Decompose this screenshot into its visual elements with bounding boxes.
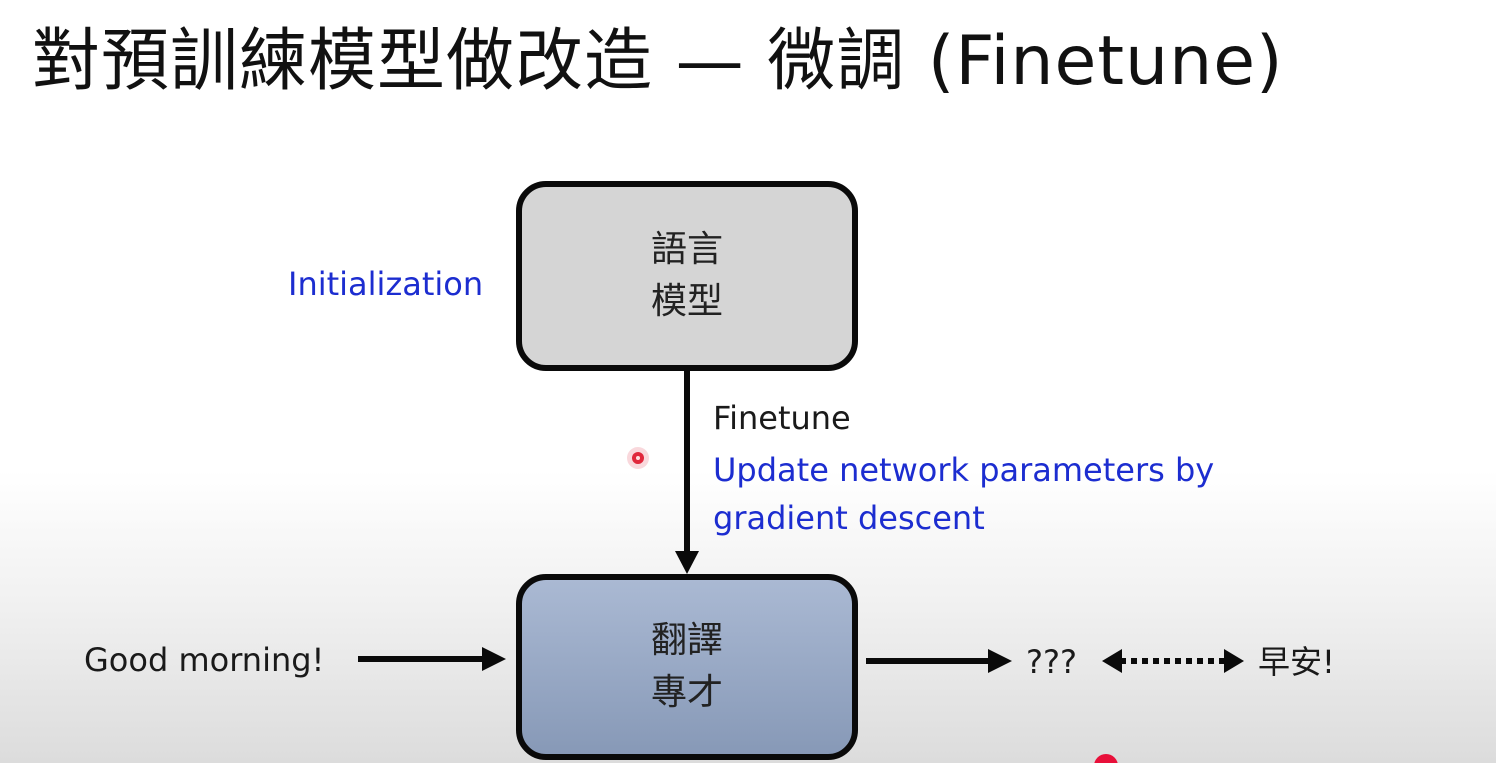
- language-model-label-line2: 模型: [650, 281, 723, 322]
- translator-label-line1: 翻譯: [650, 620, 723, 661]
- language-model-label-line1: 語言: [650, 229, 723, 270]
- target-text: 早安!: [1258, 643, 1335, 681]
- slide-title: 對預訓練模型做改造 — 微調 (Finetune): [32, 22, 1284, 101]
- comparison-double-arrow: [1102, 649, 1244, 673]
- finetune-arrow: [675, 371, 699, 574]
- translator-label-line2: 專才: [650, 672, 723, 713]
- update-parameters-text-line2: gradient descent: [713, 499, 985, 537]
- initialization-label: Initialization: [288, 265, 484, 303]
- finetune-label: Finetune: [713, 399, 851, 437]
- input-arrow: [358, 647, 506, 671]
- input-text: Good morning!: [84, 641, 325, 679]
- update-parameters-text-line1: Update network parameters by: [713, 451, 1215, 489]
- language-model-box: 語言 模型: [516, 181, 858, 371]
- output-text: ???: [1026, 643, 1077, 681]
- laser-pointer-dot: [627, 447, 649, 469]
- mouse-cursor-dot: [1094, 754, 1118, 763]
- translator-box: 翻譯 專才: [516, 574, 858, 760]
- output-arrow: [866, 649, 1012, 673]
